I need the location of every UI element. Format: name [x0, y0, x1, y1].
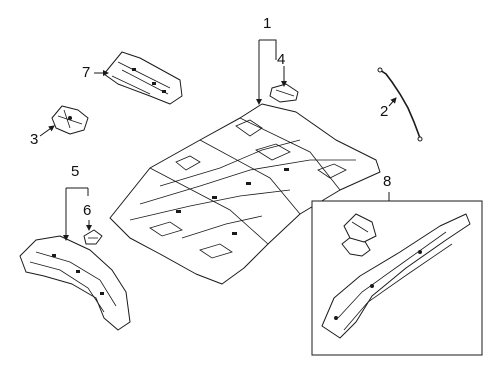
bracket-part-3	[51, 105, 89, 135]
floor-pan-part-1	[109, 103, 381, 285]
callout-7: 7	[82, 64, 91, 81]
clip-part-6	[83, 229, 103, 245]
side-rail-part-5	[19, 235, 131, 331]
inset-box-part-8	[311, 200, 483, 356]
bracket-part-4	[269, 83, 299, 103]
callout-8: 8	[383, 173, 392, 190]
callout-2: 2	[380, 103, 389, 120]
leader-lines	[39, 39, 397, 241]
brace-rod-part-2	[377, 67, 423, 142]
callout-1: 1	[263, 15, 272, 32]
callout-4: 4	[277, 51, 286, 68]
callout-5: 5	[71, 163, 80, 180]
callout-3: 3	[30, 131, 39, 148]
callout-6: 6	[83, 202, 92, 219]
cross-member-part-7	[103, 51, 183, 105]
